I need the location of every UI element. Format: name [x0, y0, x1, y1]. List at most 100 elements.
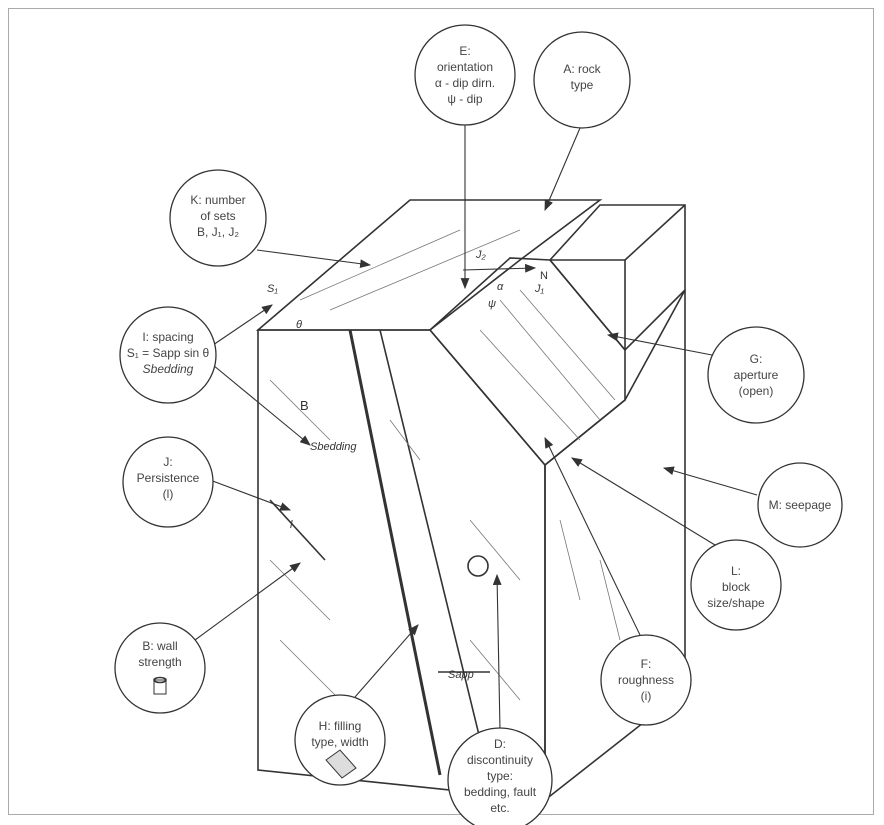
- psi-label: ψ: [488, 298, 496, 310]
- alpha-label: α: [497, 281, 504, 293]
- line-mark: [469, 519, 521, 581]
- circle-mark: [122, 436, 214, 528]
- label-a-2: type: [571, 78, 594, 92]
- s-bedding-label: Sbedding: [310, 441, 357, 453]
- label-j-2: Persistence: [137, 471, 200, 485]
- line-mark: [389, 419, 421, 461]
- label-j-3: (l): [163, 487, 174, 501]
- figure-frame: [8, 8, 874, 815]
- circle-mark: [707, 326, 805, 424]
- line-mark: [469, 639, 521, 701]
- line-mark: [354, 624, 419, 698]
- label-h-2: type, width: [311, 735, 368, 749]
- line-mark: [662, 466, 758, 496]
- label-f-2: roughness: [618, 673, 674, 687]
- filling-block-icon: [325, 749, 357, 779]
- label-b-2: strength: [138, 655, 181, 669]
- line-mark: [212, 304, 273, 346]
- label-e-4: ψ - dip: [447, 92, 483, 106]
- label-circles: [114, 24, 843, 825]
- line-mark: [624, 204, 686, 261]
- line-mark: [499, 299, 601, 421]
- label-i-2: S₁ = Sapp sin θ: [127, 346, 210, 360]
- label-e-1: E:: [459, 44, 470, 58]
- line-mark: [269, 499, 326, 561]
- line-mark: [544, 437, 641, 636]
- label-d-4: bedding, fault: [464, 785, 537, 799]
- label-f-1: F:: [641, 657, 652, 671]
- label-f-3: (i): [641, 689, 652, 703]
- theta-label: θ: [296, 319, 302, 331]
- rect-mark: [153, 679, 167, 695]
- label-g-2: aperture: [734, 368, 779, 382]
- label-i-1: I: spacing: [142, 330, 193, 344]
- j2-label: J₂: [475, 249, 487, 261]
- discontinuity-circle: [467, 555, 489, 577]
- line-mark: [599, 559, 621, 641]
- circle-mark: [114, 622, 206, 714]
- label-e-3: α - dip dirn.: [435, 76, 495, 90]
- circle-mark: [600, 634, 692, 726]
- line-mark: [269, 379, 331, 441]
- label-d-2: discontinuity: [467, 753, 533, 767]
- circle-mark: [690, 539, 782, 631]
- line-mark: [544, 127, 581, 212]
- bedding-label: B: [300, 398, 309, 413]
- line-mark: [348, 329, 442, 776]
- polygon-mark: [544, 289, 686, 802]
- length-label: l: [290, 519, 293, 531]
- line-mark: [256, 249, 372, 269]
- line-mark: [279, 639, 341, 701]
- label-k-1: K: number: [190, 193, 245, 207]
- label-b-1: B: wall: [142, 639, 177, 653]
- line-mark: [212, 364, 311, 446]
- label-i-3: Sbedding: [143, 362, 194, 376]
- circle-mark: [414, 24, 516, 126]
- label-j-1: J:: [163, 455, 172, 469]
- circle-mark: [169, 169, 267, 267]
- g-mark: [269, 229, 621, 701]
- line-mark: [379, 329, 491, 781]
- line-mark: [559, 519, 581, 601]
- label-a-1: A: rock: [563, 62, 601, 76]
- label-d-1: D:: [494, 737, 506, 751]
- label-h-1: H: filling: [319, 719, 362, 733]
- circle-mark: [119, 306, 217, 404]
- circle-labels: E: orientation α - dip dirn. ψ - dip A: …: [127, 44, 832, 815]
- rock-block: [255, 199, 686, 802]
- s1-label: S₁: [267, 283, 278, 295]
- label-l-1: L:: [731, 564, 741, 578]
- line-mark: [209, 479, 292, 511]
- line-mark: [492, 573, 502, 731]
- label-d-3: type:: [487, 769, 513, 783]
- label-l-2: block: [722, 580, 751, 594]
- north-label: N: [540, 270, 548, 282]
- line-mark: [299, 229, 461, 301]
- label-e-2: orientation: [437, 60, 493, 74]
- circle-mark: [533, 31, 631, 129]
- circle-mark: [757, 462, 843, 548]
- line-mark: [462, 263, 537, 273]
- polygon-mark: [255, 199, 603, 331]
- label-m-1: M: seepage: [769, 498, 832, 512]
- s-app-label: Sapp: [448, 669, 474, 681]
- line-mark: [519, 289, 616, 401]
- line-mark: [606, 332, 713, 356]
- label-k-2: of sets: [200, 209, 235, 223]
- polygon-mark: [325, 749, 357, 779]
- leader-arrows: [194, 125, 758, 731]
- j1-label: J₁: [534, 283, 545, 295]
- label-g-1: G:: [750, 352, 763, 366]
- line-mark: [269, 559, 331, 621]
- line-mark: [571, 457, 716, 546]
- label-l-3: size/shape: [707, 596, 765, 610]
- polygon-mark: [428, 257, 626, 467]
- circle-mark: [447, 727, 553, 825]
- circle-mark: [294, 694, 386, 786]
- cylinder-icon: [153, 676, 167, 695]
- line-mark: [194, 562, 301, 641]
- label-k-3: B, J₁, J₂: [197, 225, 239, 239]
- label-d-5: etc.: [490, 801, 509, 815]
- label-g-3: (open): [739, 384, 774, 398]
